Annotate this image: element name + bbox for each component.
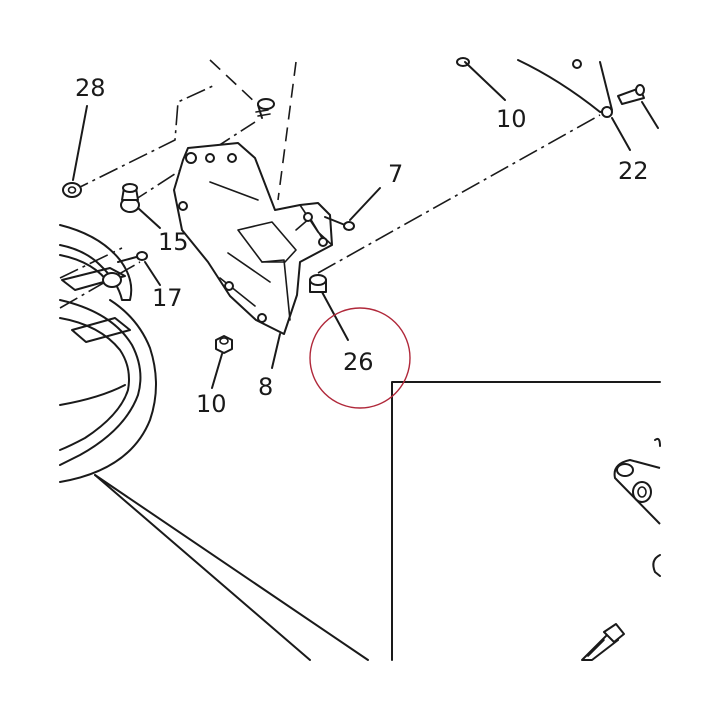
bracket-hole-8 xyxy=(303,212,313,222)
bracket-hole-5 xyxy=(224,281,234,291)
callout-8: 8 xyxy=(258,373,273,401)
washer-28 xyxy=(62,182,82,198)
leader-7 xyxy=(349,187,381,221)
callout-22: 22 xyxy=(618,157,649,185)
callout-26: 26 xyxy=(343,348,374,376)
leader-28 xyxy=(72,105,88,181)
grommet-15 xyxy=(120,183,140,213)
leader-10-top xyxy=(464,61,506,101)
bracket-22-hole-2 xyxy=(572,59,582,69)
bracket-hole-3 xyxy=(227,153,237,163)
assembly-line-28 xyxy=(69,84,216,193)
bracket-hole-6 xyxy=(257,313,267,323)
handlebar-frame xyxy=(59,224,369,661)
screw-17 xyxy=(117,251,148,263)
assembly-line-15 xyxy=(59,247,123,279)
assembly-line-17 xyxy=(59,261,141,309)
callout-10-top: 10 xyxy=(496,105,527,133)
leader-line-lower-2 xyxy=(94,474,369,661)
highlight-circle-26 xyxy=(309,307,411,409)
callout-15: 15 xyxy=(158,228,189,256)
callout-10-bottom: 10 xyxy=(196,390,227,418)
leader-17 xyxy=(144,261,161,286)
assembly-lines xyxy=(59,59,601,309)
screw-7 xyxy=(324,216,355,231)
bracket-hole-4 xyxy=(178,201,188,211)
bracket-hole-2 xyxy=(205,153,215,163)
callout-17: 17 xyxy=(152,284,183,312)
leader-10-bottom xyxy=(211,353,223,389)
callout-labels: 28 10 22 7 15 17 26 10 8 xyxy=(75,74,649,418)
callout-7: 7 xyxy=(388,160,403,188)
inset-detail xyxy=(391,381,661,661)
callout-28: 28 xyxy=(75,74,106,102)
bracket-part-8 xyxy=(173,142,333,335)
leader-lines xyxy=(72,61,631,389)
assembly-line-bolt xyxy=(209,59,259,106)
bracket-hole-1 xyxy=(185,152,197,164)
bracket-hole-7 xyxy=(318,237,328,247)
assembly-line-vertical xyxy=(277,61,297,201)
leader-8 xyxy=(271,333,281,369)
leader-22 xyxy=(611,117,631,151)
inset-frame xyxy=(391,381,661,661)
nut-10-bottom xyxy=(215,335,233,354)
bolt-top xyxy=(255,98,275,119)
spacer-26 xyxy=(309,274,327,293)
upper-right-assembly xyxy=(517,59,659,129)
leader-26 xyxy=(321,291,349,341)
leader-15 xyxy=(137,207,161,229)
leader-line-lower-1 xyxy=(94,474,311,661)
bracket-22-hole xyxy=(601,106,613,118)
frame-hole xyxy=(102,272,122,288)
assembly-line-26-22 xyxy=(317,114,601,274)
